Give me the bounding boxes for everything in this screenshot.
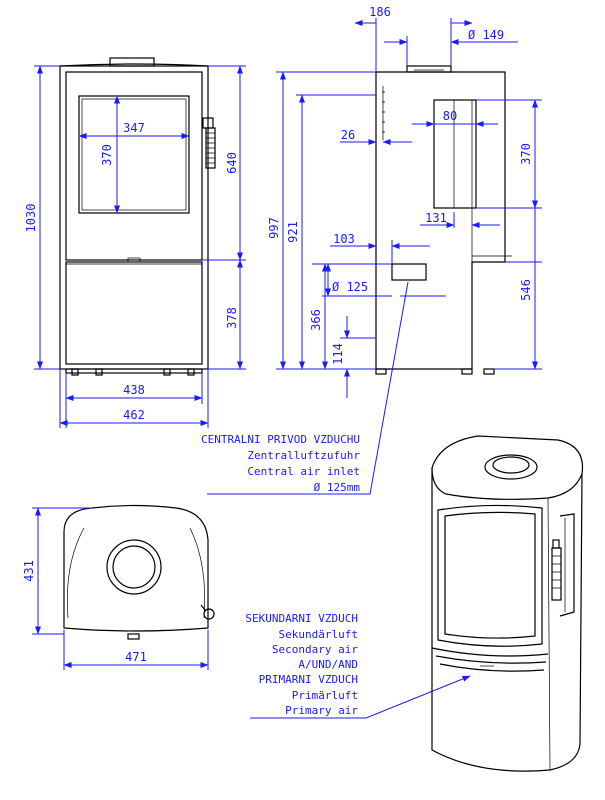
dim-side-total-height: 997 <box>267 217 281 239</box>
dim-window-width: 347 <box>123 121 145 135</box>
dim-top-depth: 431 <box>22 560 36 582</box>
perspective-view <box>431 435 584 772</box>
dim-side-flue-height: 921 <box>286 221 300 243</box>
dim-side-offset-131: 131 <box>425 211 447 225</box>
central-air-size: Ø 125mm <box>314 481 361 494</box>
dim-flue-diameter: Ø 149 <box>468 28 504 42</box>
dim-front-outer-width: 462 <box>123 408 145 422</box>
dim-side-top-width: 186 <box>369 5 391 19</box>
front-dimensions: 1030 640 378 347 370 438 462 <box>24 65 246 428</box>
top-view <box>63 504 215 640</box>
dim-front-upper-height: 640 <box>225 152 239 174</box>
dim-air-diameter: Ø 125 <box>332 280 368 294</box>
primary-label-cz: PRIMARNI VZDUCH <box>259 673 358 686</box>
top-dimensions: 431 471 <box>22 507 209 670</box>
perspective-handle <box>551 539 562 601</box>
dim-side-window-80: 80 <box>443 109 457 123</box>
dim-top-width: 471 <box>125 650 147 664</box>
secondary-label-en: Secondary air <box>272 643 358 656</box>
primary-label-en: Primary air <box>285 704 358 717</box>
secondary-label-de: Sekundärluft <box>279 628 358 641</box>
primary-label-de: Primärluft <box>292 689 358 702</box>
secondary-label-cz: SEKUNDARNI VZDUCH <box>245 612 358 625</box>
central-air-label-en: Central air inlet <box>247 465 360 478</box>
and-label: A/UND/AND <box>298 658 358 671</box>
front-view <box>59 57 216 376</box>
dim-side-114: 114 <box>331 343 345 365</box>
central-air-label-de: Zentralluftzufuhr <box>247 449 360 462</box>
dim-side-offset-103: 103 <box>333 232 355 246</box>
dim-front-lower-height: 378 <box>225 307 239 329</box>
dim-window-height: 370 <box>100 144 114 166</box>
dim-front-total-height: 1030 <box>24 204 38 233</box>
air-callout: SEKUNDARNI VZDUCH Sekundärluft Secondary… <box>245 612 471 719</box>
dim-side-lower-546: 546 <box>519 279 533 301</box>
dim-side-window-370: 370 <box>519 143 533 165</box>
central-air-callout: CENTRALNI PRIVOD VZDUCHU Zentralluftzufu… <box>201 281 409 495</box>
dim-side-offset-26: 26 <box>341 128 355 142</box>
dim-front-inner-width: 438 <box>123 383 145 397</box>
front-feet <box>65 368 203 376</box>
door-handle <box>202 117 216 169</box>
side-view <box>375 65 512 375</box>
central-air-label-cz: CENTRALNI PRIVOD VZDUCHU <box>201 433 360 446</box>
side-dimensions: 186 Ø 149 997 921 26 80 370 131 103 <box>267 5 542 398</box>
dim-side-366: 366 <box>309 309 323 331</box>
